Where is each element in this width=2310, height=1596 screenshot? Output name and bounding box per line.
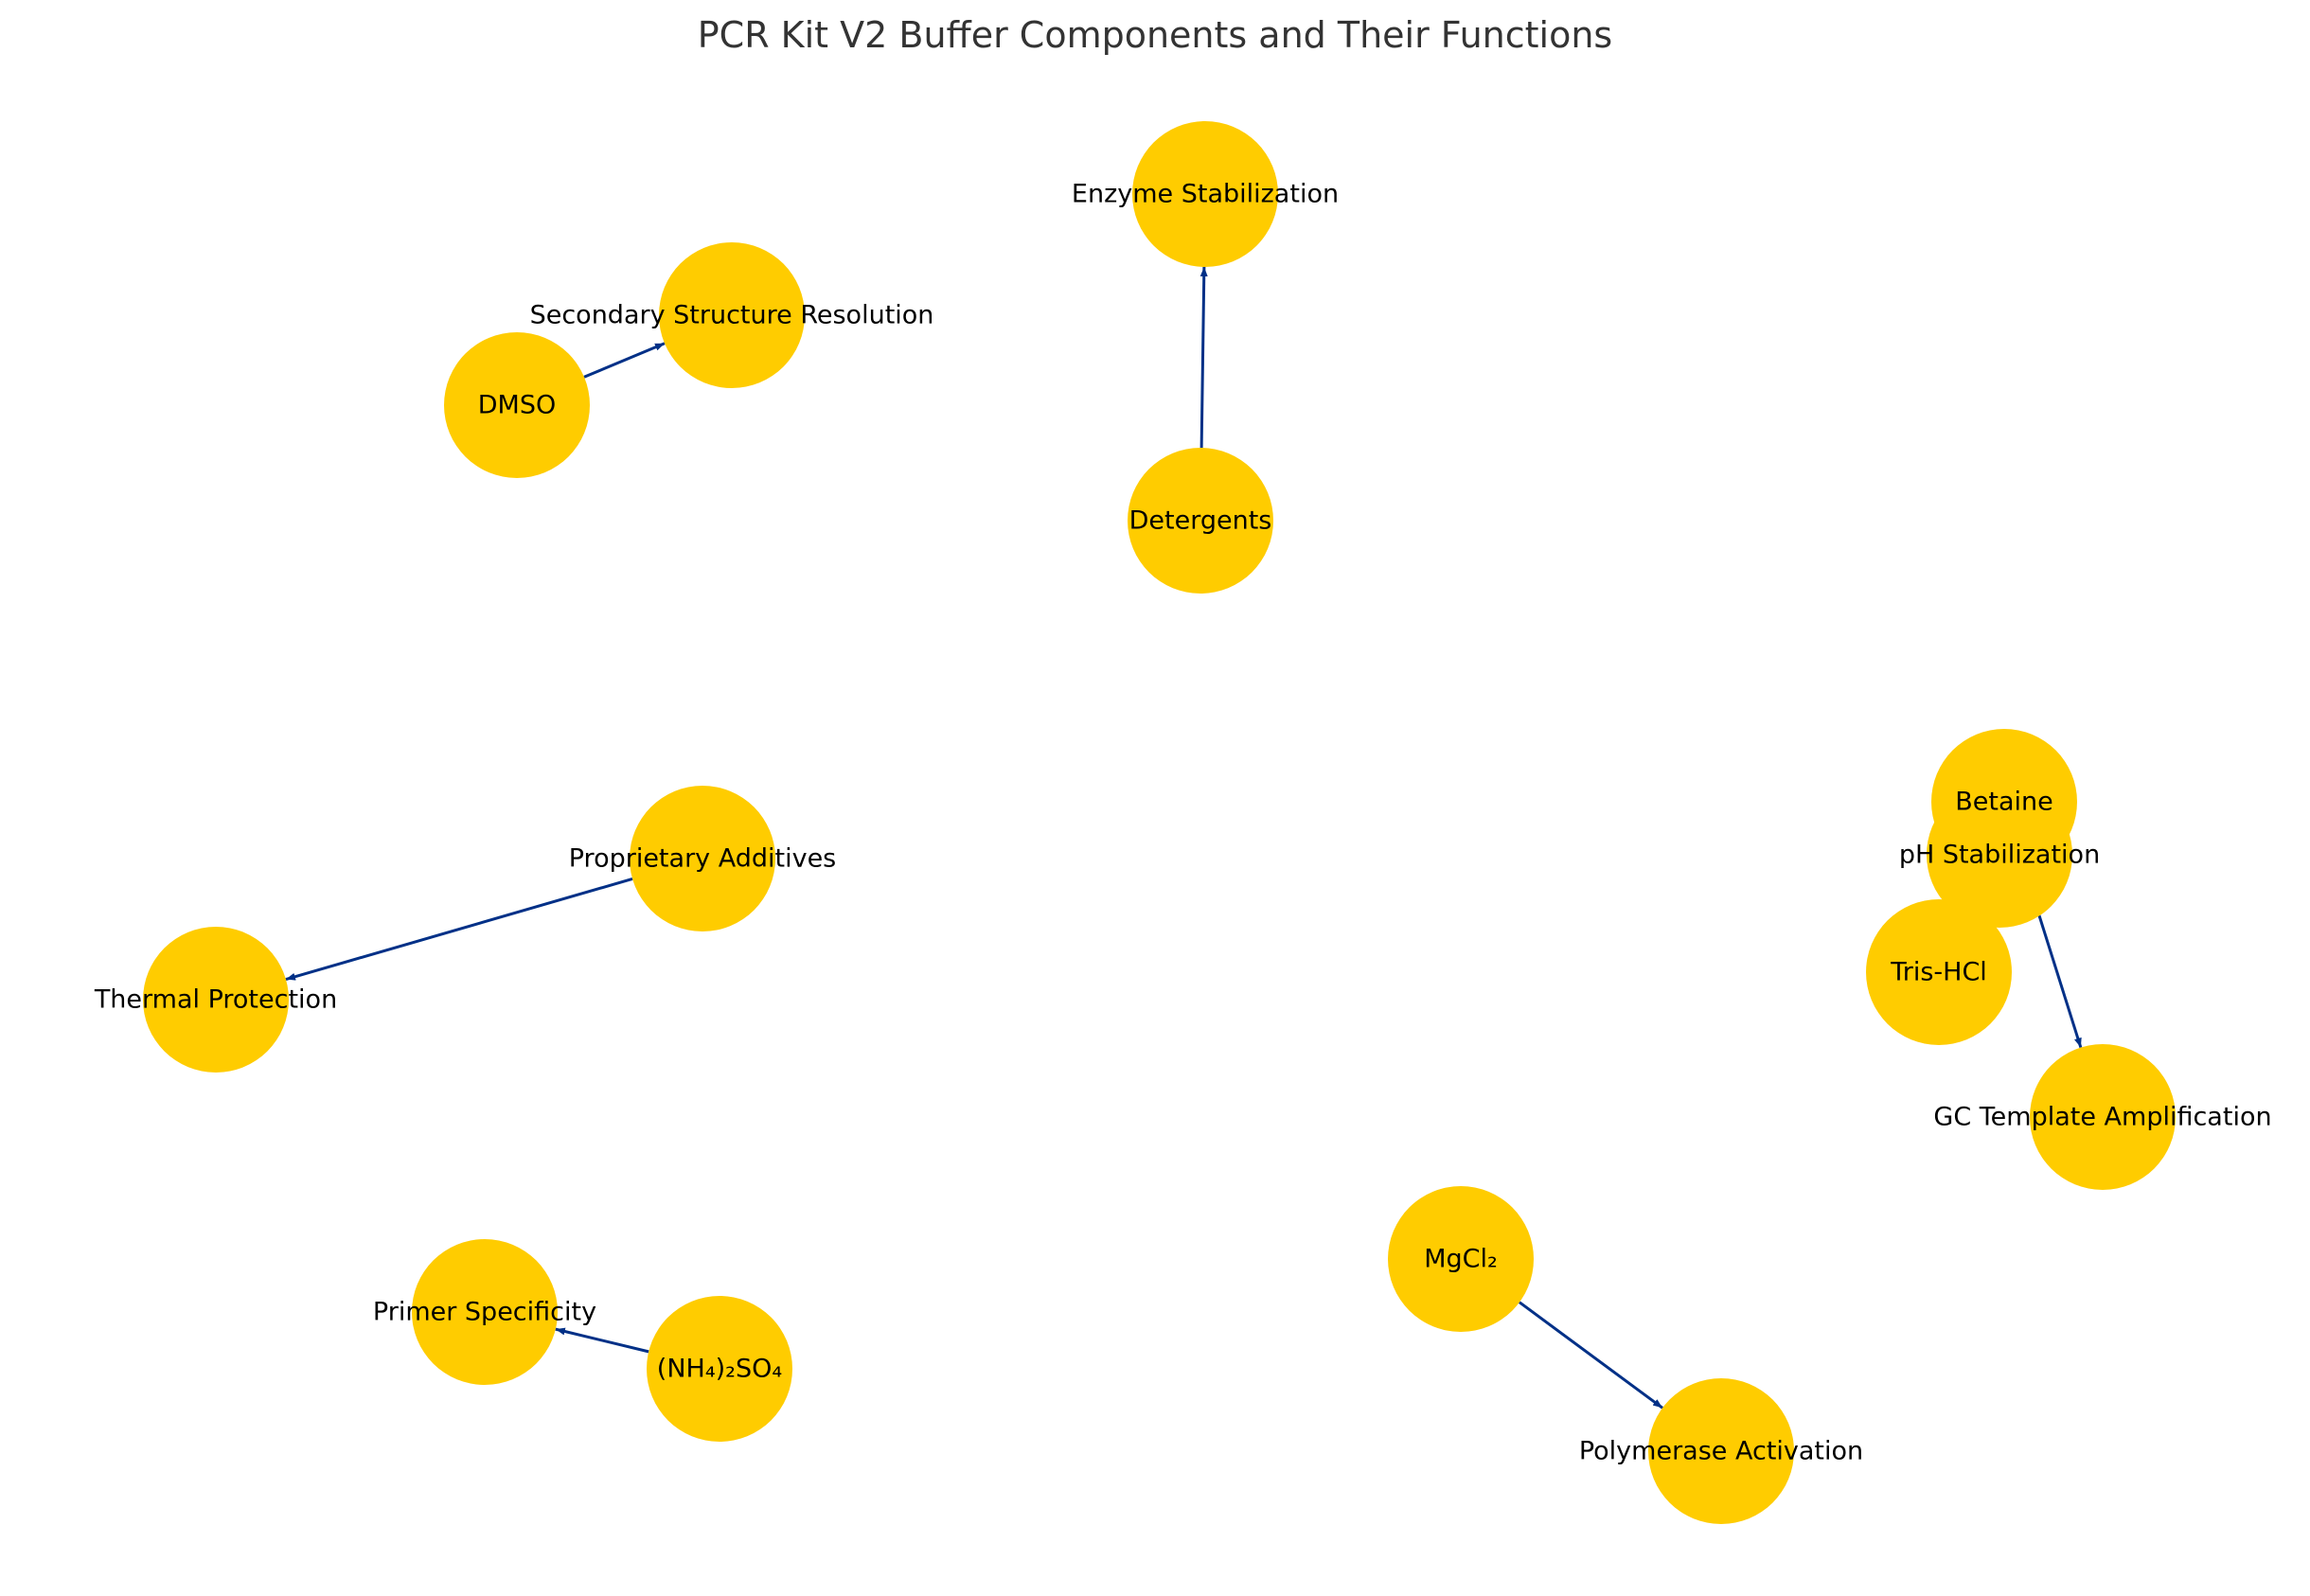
edge-nh4-to-primer [555,1327,649,1354]
node-label-tris: Tris-HCl [1890,958,1987,987]
node-prop [630,786,775,931]
node-label-nh4: (NH₄)₂SO₄ [657,1355,782,1384]
node-enzyme [1132,121,1278,267]
node-label-enzyme: Enzyme Stabilization [1072,180,1339,209]
edge-mgcl2-to-polymerase [1519,1301,1663,1410]
node-label-detergents: Detergents [1129,506,1272,536]
node-label-primer: Primer Specificity [373,1298,596,1327]
node-label-thermal: Thermal Protection [94,985,337,1015]
node-ph [1927,782,2072,928]
edge-detergents-to-enzyme [1199,266,1208,449]
node-label-betaine: Betaine [1955,788,2053,817]
edge-prop-to-thermal [285,877,633,982]
node-nh4 [647,1296,792,1442]
node-label-prop: Proprietary Additives [569,844,837,874]
edge-dmso-to-secondary [583,342,666,379]
node-label-secondary: Secondary Structure Resolution [530,301,934,330]
node-polymerase [1648,1378,1794,1524]
node-label-polymerase: Polymerase Activation [1579,1437,1863,1466]
node-label-gc: GC Template Amplification [1933,1103,2271,1132]
edge-betaine-to-gc [2031,894,2083,1049]
node-label-mgcl2: MgCl₂ [1424,1245,1498,1274]
node-label-ph: pH Stabilization [1899,841,2100,870]
node-tris [1866,899,2012,1045]
diagram-title: PCR Kit V2 Buffer Components and Their F… [698,14,1612,56]
node-label-dmso: DMSO [478,391,556,420]
node-gc [2030,1044,2176,1190]
edges-layer [285,266,2083,1410]
node-secondary [659,242,805,388]
node-mgcl2 [1388,1186,1534,1332]
node-primer [412,1239,558,1385]
node-thermal [143,927,289,1073]
node-dmso [444,332,590,478]
node-detergents [1128,448,1273,594]
